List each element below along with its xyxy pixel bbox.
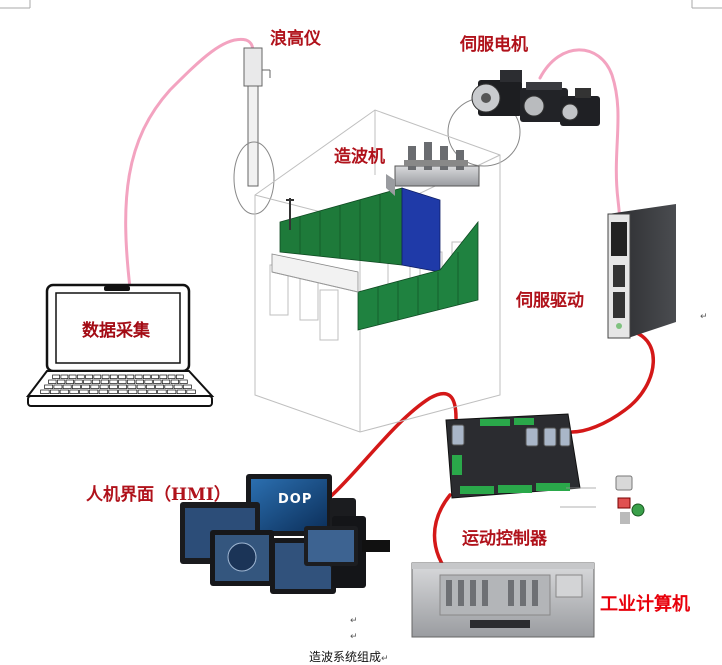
keyboard-key <box>135 379 144 384</box>
label-motion-controller: 运动控制器 <box>462 529 547 549</box>
keyboard-key <box>176 389 187 394</box>
keyboard-key <box>109 379 118 384</box>
paragraph-mark-4: ↵ <box>381 654 389 664</box>
keyboard-key <box>151 374 159 379</box>
keyboard-key <box>170 379 179 384</box>
keyboard-key <box>186 389 196 394</box>
laptop-icon <box>25 283 215 407</box>
keyboard-key <box>76 374 85 379</box>
keyboard-key <box>175 374 184 379</box>
keyboard-key <box>147 389 157 394</box>
industrial-pc-icon <box>411 562 595 638</box>
paragraph-mark-3: ↵ <box>350 632 358 642</box>
keyboard-key <box>179 379 188 384</box>
keyboard-key <box>83 379 92 384</box>
keyboard-key <box>99 384 109 389</box>
keyboard-key <box>153 379 162 384</box>
keyboard-key <box>118 384 128 389</box>
keyboard-key <box>48 379 57 384</box>
label-wave-maker: 造波机 <box>334 147 385 167</box>
keyboard-key <box>126 374 135 379</box>
keyboard-key <box>91 379 101 384</box>
paragraph-mark-1: ↵ <box>700 312 708 322</box>
keyboard-key <box>127 384 137 389</box>
hmi-panel-icon <box>180 474 390 594</box>
keyboard-key <box>59 389 70 394</box>
label-industrial-pc: 工业计算机 <box>600 594 690 615</box>
keyboard-key <box>65 379 74 384</box>
keyboard-key <box>137 389 148 394</box>
paragraph-mark-2: ↵ <box>350 616 358 626</box>
keyboard-key <box>166 389 177 394</box>
keyboard-key <box>159 374 168 379</box>
keyboard-key <box>145 384 155 389</box>
keyboard-key <box>79 389 89 394</box>
figure-caption-text: 造波系统组成 <box>309 650 382 664</box>
keyboard-key <box>167 374 176 379</box>
keyboard-key <box>118 374 126 379</box>
keyboard-key <box>134 374 143 379</box>
wave-gauge-icon <box>233 47 275 215</box>
keyboard-key <box>155 384 165 389</box>
keyboard-key <box>98 389 109 394</box>
keyboard-key <box>127 389 138 394</box>
keyboard-key <box>81 384 91 389</box>
keyboard-key <box>90 384 100 389</box>
keyboard-key <box>164 384 174 389</box>
keyboard-key <box>118 389 128 394</box>
keyboard-key <box>142 374 151 379</box>
label-servo-drive: 伺服驱动 <box>516 291 584 311</box>
keyboard-key <box>126 379 136 384</box>
keyboard-key <box>136 384 146 389</box>
keyboard-key <box>57 379 66 384</box>
keyboard-key <box>157 389 167 394</box>
label-servo-motor: 伺服电机 <box>460 35 528 55</box>
keyboard-key <box>93 374 102 379</box>
keyboard-key <box>74 379 83 384</box>
keyboard-key <box>108 389 118 394</box>
label-hmi: 人机界面（HMI） <box>86 485 231 505</box>
keyboard-key <box>71 384 81 389</box>
keyboard-key <box>68 374 77 379</box>
motion-controller-icon <box>445 413 645 524</box>
keyboard-key <box>182 384 192 389</box>
keyboard-key <box>88 389 99 394</box>
keyboard-key <box>62 384 72 389</box>
keyboard-key <box>69 389 79 394</box>
servo-motor-icon <box>471 70 600 126</box>
label-data-acquisition: 数据采集 <box>82 321 150 341</box>
wave-tank-icon <box>254 109 501 433</box>
keyboard-key <box>108 384 118 389</box>
keyboard-key <box>50 389 60 394</box>
keyboard-key <box>53 384 63 389</box>
keyboard-key <box>44 384 54 389</box>
page-corner-marks <box>0 0 722 9</box>
keyboard-key <box>173 384 183 389</box>
keyboard-key <box>52 374 60 379</box>
keyboard-key <box>161 379 171 384</box>
laptop-keyboard <box>40 374 196 394</box>
keyboard-key <box>109 374 118 379</box>
keyboard-key <box>101 374 110 379</box>
keyboard-key <box>144 379 153 384</box>
keyboard-key <box>100 379 109 384</box>
hmi-screen-text: DOP <box>278 492 313 507</box>
servo-drive-icon <box>607 204 676 339</box>
keyboard-key <box>118 379 127 384</box>
keyboard-key <box>40 389 50 394</box>
label-wave-gauge: 浪高仪 <box>270 29 321 49</box>
keyboard-key <box>60 374 69 379</box>
figure-caption: 造波系统组成↵ <box>309 648 389 665</box>
keyboard-key <box>85 374 93 379</box>
